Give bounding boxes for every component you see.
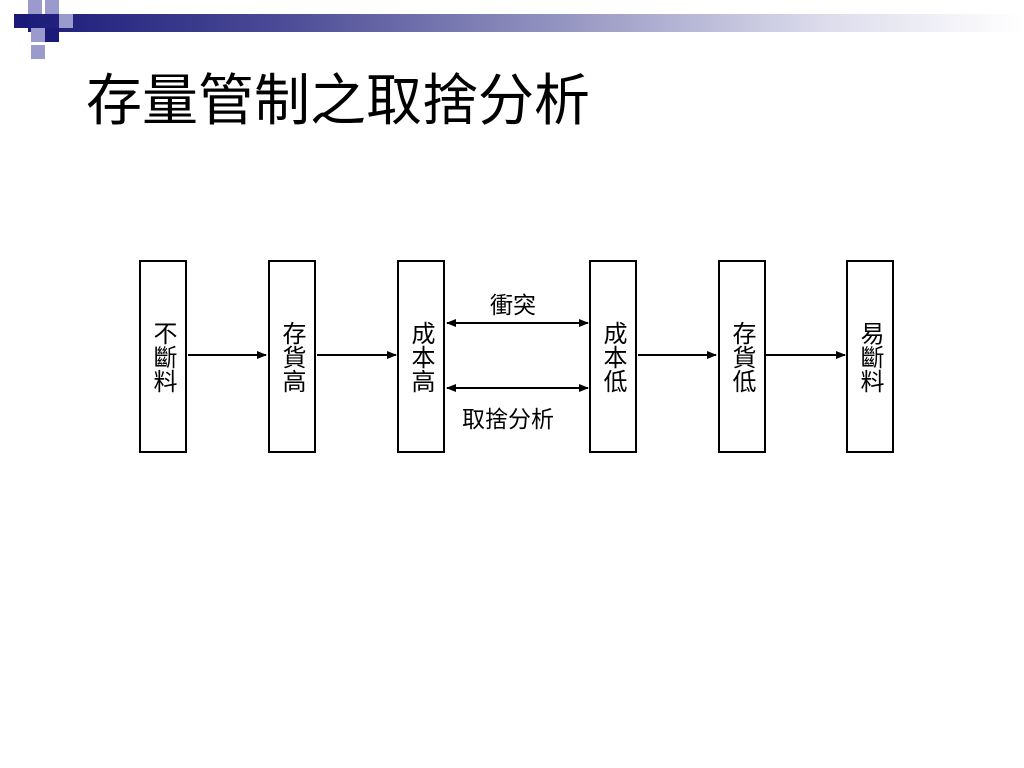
decor-square-light — [31, 45, 45, 59]
decor-square-dark — [45, 28, 59, 42]
node-label: 不斷料 — [149, 320, 177, 393]
node-label: 成本低 — [599, 320, 627, 393]
header-gradient-bar — [28, 14, 1024, 32]
decor-square-light — [28, 0, 42, 14]
edge-label-conflict: 衝突 — [490, 293, 536, 319]
decor-square-light — [31, 28, 45, 42]
decor-square-light — [45, 0, 59, 14]
node-label: 成本高 — [407, 320, 435, 393]
decor-square-dark — [14, 14, 28, 28]
node-low-inventory: 存貨低 — [718, 260, 766, 453]
node-high-cost: 成本高 — [397, 260, 445, 453]
edge-label-tradeoff: 取捨分析 — [462, 407, 554, 433]
decor-square-light — [59, 14, 73, 28]
page-title: 存量管制之取捨分析 — [86, 69, 590, 134]
node-low-cost: 成本低 — [589, 260, 637, 453]
node-label: 存貨高 — [278, 320, 306, 393]
node-easy-stockout: 易斷料 — [846, 260, 894, 453]
node-label: 易斷料 — [856, 320, 884, 393]
node-no-stockout: 不斷料 — [139, 260, 187, 453]
node-label: 存貨低 — [728, 320, 756, 393]
node-high-inventory: 存貨高 — [268, 260, 316, 453]
